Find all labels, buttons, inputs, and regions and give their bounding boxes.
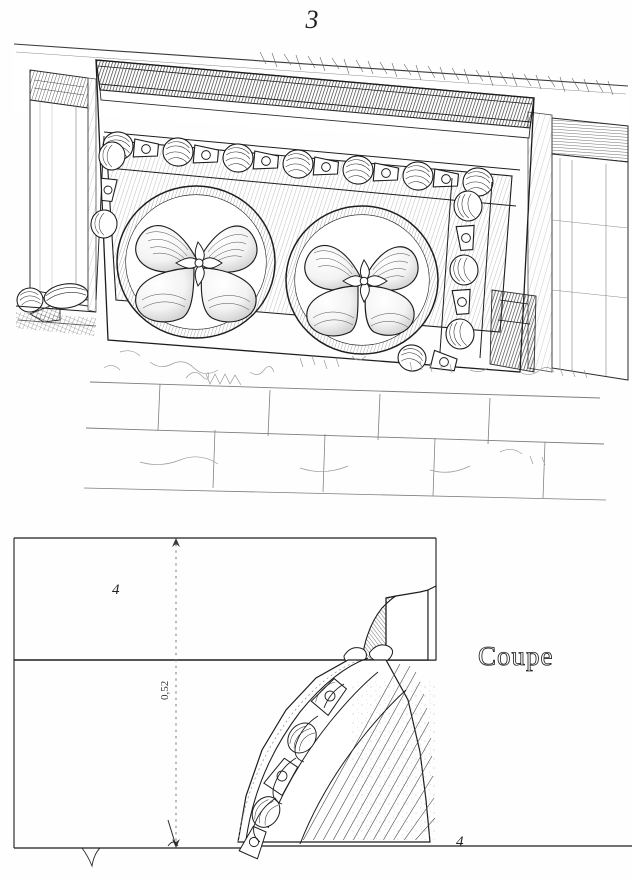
bead-and-reel-right-return bbox=[397, 177, 493, 372]
baseline-tick-marks bbox=[81, 819, 179, 868]
bead-and-reel-section-run bbox=[238, 671, 407, 860]
plate-number: 3 bbox=[305, 5, 319, 34]
figure-perspective-view bbox=[13, 43, 629, 501]
figure-section-view: 0,52 4 4 bbox=[13, 537, 632, 868]
rosette-medallion-2 bbox=[285, 205, 439, 355]
annotation-mark-lower: 4 bbox=[456, 834, 464, 850]
soffit-hatching bbox=[259, 51, 614, 96]
cyma-curve bbox=[361, 595, 397, 661]
annotation-mark-upper: 4 bbox=[112, 582, 120, 598]
bead-and-reel-top bbox=[102, 131, 521, 207]
rosette-center-2 bbox=[342, 259, 388, 303]
section-profile bbox=[237, 585, 437, 860]
cavetto-inner-contour bbox=[245, 657, 369, 841]
rosette-center-1 bbox=[175, 241, 223, 287]
rosette-medallion-1 bbox=[116, 185, 276, 339]
coupe-label: Coupe bbox=[478, 641, 554, 671]
right-jamb-moulding bbox=[527, 111, 629, 381]
rosette-panel bbox=[105, 139, 513, 355]
bead-and-reel-left-return bbox=[15, 135, 126, 336]
right-recess-shading bbox=[489, 289, 537, 373]
dimension-value: 0,52 bbox=[159, 681, 171, 700]
section-leaf-outlines bbox=[253, 683, 345, 843]
ashlar-masonry-below bbox=[83, 350, 607, 501]
